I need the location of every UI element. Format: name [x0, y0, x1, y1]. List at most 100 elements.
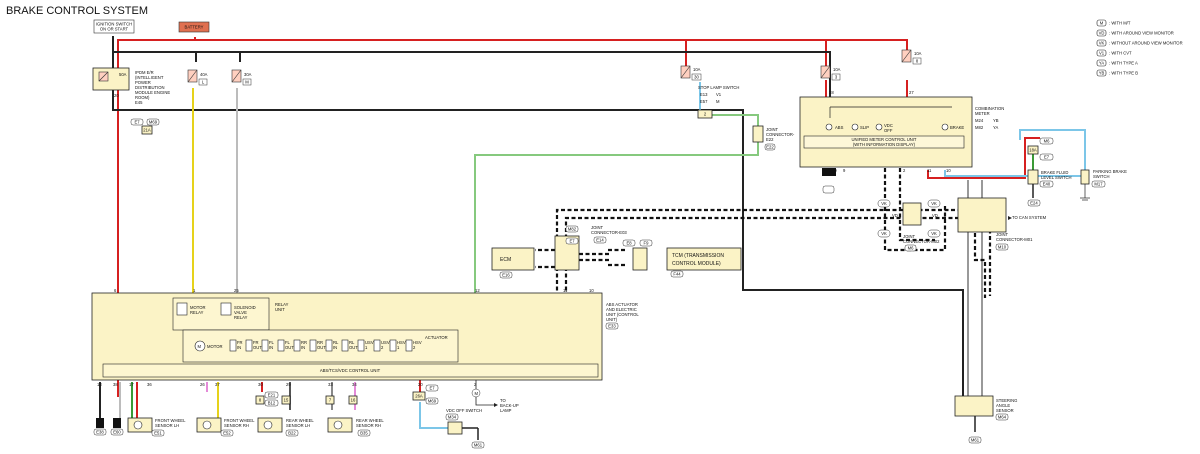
svg-text:25: 25 [234, 288, 239, 293]
fuse-40a: 40A L [187, 69, 208, 86]
svg-text:FRONT WHEEL: FRONT WHEEL [155, 418, 186, 423]
can-variant-markers: VK VK VK VK VD VD [877, 199, 941, 238]
svg-text:BATTERY: BATTERY [185, 25, 204, 30]
svg-text:JOINT: JOINT [591, 225, 604, 230]
svg-text:ACTUATOR: ACTUATOR [425, 335, 448, 340]
svg-text:M: M [198, 344, 202, 349]
svg-text:10A: 10A [914, 51, 922, 56]
svg-text:TO CAN SYSTEM: TO CAN SYSTEM [1012, 215, 1047, 220]
svg-text:2: 2 [704, 112, 707, 117]
steering-angle-sensor: STEERING ANGLE SENSOR M64 M61 [954, 395, 1017, 444]
svg-text:CONNECTOR-: CONNECTOR- [766, 132, 795, 137]
rear-wheel-sensor-rh: REAR WHEEL SENSOR RH B35 [327, 417, 384, 437]
svg-text:M: M [1100, 21, 1104, 26]
solenoid-valve-label: USV [381, 340, 390, 345]
svg-text:MOTOR: MOTOR [190, 305, 206, 310]
svg-text:M24: M24 [975, 118, 984, 123]
svg-text:MODULE ENGINE: MODULE ENGINE [135, 90, 170, 95]
tcm: E8 F9 TCM (TRANSMISSION CONTROL MODULE) … [622, 239, 742, 278]
svg-text:YA: YA [1099, 61, 1104, 66]
solenoid-valve-label: FL [285, 340, 291, 345]
svg-text:ABS: ABS [835, 125, 844, 130]
svg-text:ABS ACTUATOR: ABS ACTUATOR [606, 302, 638, 307]
svg-text:E7: E7 [134, 120, 140, 125]
svg-text:VDC: VDC [884, 123, 893, 128]
solenoid-valve-label: HSV [413, 340, 422, 345]
svg-text:STOP LAMP SWITCH: STOP LAMP SWITCH [698, 85, 739, 90]
svg-text:CONNECTOR-E03: CONNECTOR-E03 [591, 230, 627, 235]
svg-text:UNIFIED METER CONTROL UNIT: UNIFIED METER CONTROL UNIT [852, 137, 917, 142]
svg-text:33: 33 [328, 382, 333, 387]
svg-text:UNIT): UNIT) [606, 317, 618, 322]
svg-text:10: 10 [946, 168, 951, 173]
svg-text:E7: E7 [1044, 155, 1050, 160]
solenoid-valve [373, 339, 381, 352]
legend-item: YB : WITH TYPE B [1096, 69, 1138, 77]
svg-text:SENSOR LH: SENSOR LH [286, 423, 310, 428]
svg-text:RELAY: RELAY [190, 310, 204, 315]
svg-text:9: 9 [843, 168, 846, 173]
fuse-30a: 30A M [231, 69, 252, 86]
legend-item: VK : WITHOUT AROUND VIEW MONITOR [1096, 39, 1183, 47]
svg-text:VD: VD [892, 213, 898, 218]
svg-text:E60: E60 [113, 430, 121, 435]
svg-text:26: 26 [200, 382, 205, 387]
legend-item: V1 : WITH CVT [1096, 49, 1132, 57]
svg-text:11: 11 [927, 168, 932, 173]
svg-text:VK: VK [881, 201, 887, 206]
svg-text:SENSOR RH: SENSOR RH [224, 423, 249, 428]
solenoid-valve-label: 2 [413, 345, 416, 350]
svg-text:REAR WHEEL: REAR WHEEL [356, 418, 384, 423]
svg-text:VDC OFF SWITCH: VDC OFF SWITCH [446, 408, 482, 413]
solenoid-valve [357, 339, 365, 352]
solenoid-valve [261, 339, 269, 352]
svg-text:E38: E38 [96, 430, 104, 435]
svg-text:TCM (TRANSMISSION: TCM (TRANSMISSION [672, 253, 724, 259]
svg-text:E33: E33 [608, 324, 616, 329]
svg-text:M61: M61 [971, 438, 980, 443]
solenoid-valve-label: OUT [317, 345, 326, 350]
svg-text:E51: E51 [154, 431, 162, 436]
svg-text:11: 11 [563, 288, 568, 293]
svg-text:E16: E16 [502, 273, 510, 278]
svg-text:E22: E22 [766, 137, 774, 142]
svg-text:3: 3 [835, 75, 838, 80]
ecm: ECM E16 [491, 247, 535, 279]
svg-text:E57: E57 [700, 99, 708, 104]
solenoid-valve-label: IN [237, 345, 241, 350]
svg-text:36: 36 [147, 382, 152, 387]
solenoid-valve-label: RL [333, 340, 339, 345]
solenoid-valve-label: 1 [365, 345, 368, 350]
svg-text:YA: YA [993, 125, 998, 130]
svg-text:2: 2 [474, 382, 477, 387]
legend-item: M : WITH M/T [1096, 19, 1131, 27]
svg-text:V1: V1 [1099, 51, 1105, 56]
page-title: BRAKE CONTROL SYSTEM [6, 5, 148, 17]
svg-text:JOINT: JOINT [996, 232, 1009, 237]
svg-text:F44: F44 [673, 272, 681, 277]
solenoid-valve-label: RR [301, 340, 307, 345]
svg-text:E22: E22 [766, 145, 774, 150]
svg-text:E40: E40 [1043, 182, 1051, 187]
svg-text:27: 27 [909, 90, 914, 95]
ground-e38: E38 [93, 418, 107, 436]
svg-text:VK: VK [931, 231, 937, 236]
svg-text:STEERING: STEERING [996, 398, 1017, 403]
svg-text:B12: B12 [268, 401, 276, 406]
svg-text:ECM: ECM [500, 257, 511, 263]
svg-text:BRAKE: BRAKE [950, 125, 964, 130]
svg-text:YB: YB [993, 118, 999, 123]
svg-text:30: 30 [694, 75, 699, 80]
solenoid-valve [293, 339, 301, 352]
solenoid-valve [341, 339, 349, 352]
svg-text:8: 8 [916, 59, 919, 64]
brake-warning-lamp [941, 123, 949, 131]
svg-text:UNIT: UNIT [275, 307, 285, 312]
svg-text:PARKING BRAKE: PARKING BRAKE [1093, 169, 1127, 174]
svg-text:RELAY: RELAY [275, 302, 289, 307]
green-wire [474, 140, 759, 297]
svg-text:E24: E24 [1030, 201, 1038, 206]
svg-text:BRAKE FLUID: BRAKE FLUID [1041, 170, 1068, 175]
svg-text:E8: E8 [626, 241, 632, 246]
